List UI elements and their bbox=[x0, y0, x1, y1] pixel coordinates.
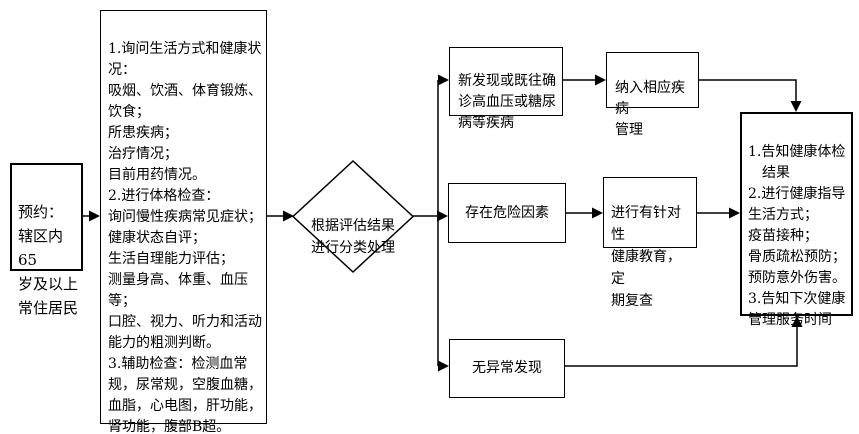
node-inform-result: 1.告知健康体检 结果 2.进行健康指导 生活方式； 疫苗接种； 骨质疏松预防；… bbox=[740, 112, 853, 328]
node-risk-factor: 存在危险因素 bbox=[448, 183, 566, 243]
node-health-education-label: 进行有针对性 健康教育，定 期复查 bbox=[611, 205, 681, 309]
node-no-abnormal: 无异常发现 bbox=[449, 339, 565, 398]
triage-diamond-shape bbox=[291, 159, 415, 274]
node-no-abnormal-label: 无异常发现 bbox=[472, 360, 542, 376]
node-disease-manage: 纳入相应疾病 管理 bbox=[606, 52, 699, 138]
arrow-manage-to-inform-line bbox=[699, 79, 797, 103]
arrowhead-branch-to-found bbox=[438, 74, 449, 86]
arrow-normal-to-inform-line bbox=[565, 325, 798, 367]
arrowhead-triage-to-risk bbox=[437, 210, 448, 222]
node-risk-factor-label: 存在危险因素 bbox=[465, 204, 549, 221]
node-inform-result-label: 1.告知健康体检 结果 2.进行健康指导 生活方式； 疫苗接种； 骨质疏松预防；… bbox=[748, 144, 846, 328]
arrowhead-start-to-assessment bbox=[89, 210, 100, 222]
node-triage-decision: 根据评估结果 进行分类处理 bbox=[295, 193, 411, 259]
arrowhead-education-to-inform bbox=[729, 207, 740, 219]
arrowhead-branch-to-normal bbox=[438, 360, 449, 372]
node-assessment-label: 1.询问生活方式和健康状 况： 吸烟、饮酒、体育锻炼、 饮食； 所患疾病； 治疗… bbox=[108, 41, 262, 434]
node-disease-found: 新发现或既往确 诊高血压或糖尿 病等疾病 bbox=[449, 47, 563, 131]
arrowhead-risk-to-education bbox=[592, 207, 603, 219]
node-triage-label: 根据评估结果 进行分类处理 bbox=[311, 218, 395, 256]
node-assessment-checklist: 1.询问生活方式和健康状 况： 吸烟、饮酒、体育锻炼、 饮食； 所患疾病； 治疗… bbox=[100, 10, 267, 434]
node-start-appointment: 预约： 辖区内65 岁及以上 常住居民 bbox=[10, 163, 83, 317]
node-health-education: 进行有针对性 健康教育，定 期复查 bbox=[603, 177, 697, 309]
arrowhead-manage-to-inform bbox=[790, 101, 802, 112]
node-start-label: 预约： 辖区内65 岁及以上 常住居民 bbox=[18, 203, 79, 317]
arrowhead-assessment-to-triage bbox=[283, 210, 294, 222]
arrowhead-normal-to-inform bbox=[791, 316, 803, 327]
node-disease-found-label: 新发现或既往确 诊高血压或糖尿 病等疾病 bbox=[458, 73, 556, 131]
arrowhead-found-to-manage bbox=[595, 74, 606, 86]
node-disease-manage-label: 纳入相应疾病 管理 bbox=[615, 80, 685, 138]
